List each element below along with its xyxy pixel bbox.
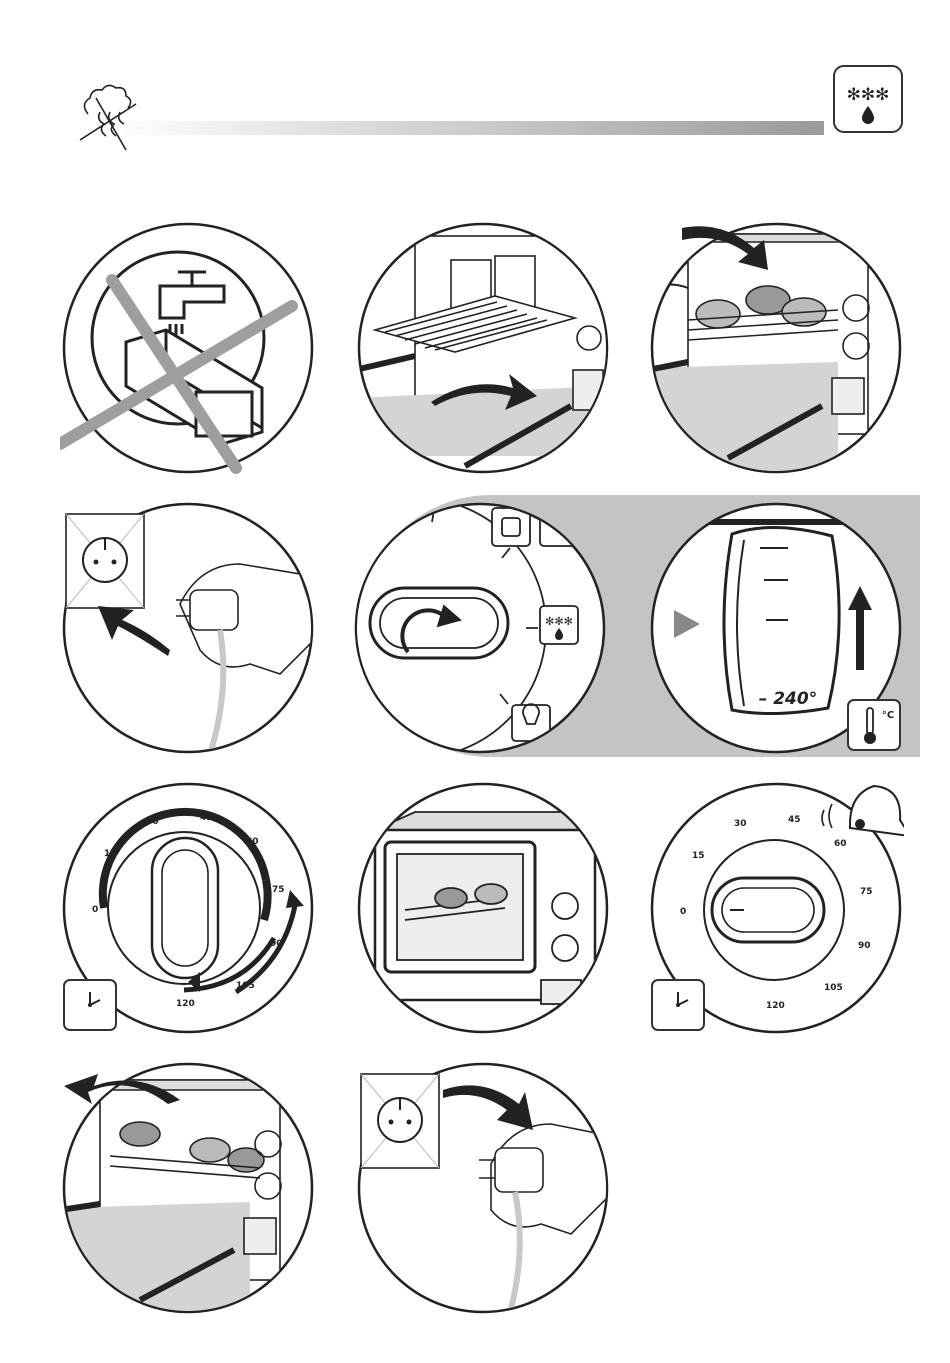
defrost-mode-button: ✻✻✻ [540,606,578,644]
svg-text:0: 0 [92,905,98,915]
step-5-mode-dial: ✻✻✻ [352,500,608,756]
max-temp-label: – 240° [759,689,817,709]
svg-text:45: 45 [200,813,213,823]
defrost-mode-box: ✻✻✻ [834,66,902,132]
step-7-timer-set: 0 15 30 45 60 75 90 105 120 [60,780,316,1036]
step-1-no-water [60,220,316,476]
svg-text:90: 90 [858,941,871,951]
step-4-plug-in [60,500,316,756]
step-6-thermostat: – 240° °C [648,500,904,756]
step-2-rack [355,220,611,476]
defrost-glyph: ✻✻✻ [545,615,573,628]
wall-socket-icon [361,1074,439,1168]
svg-text:30: 30 [146,817,159,827]
svg-text:120: 120 [176,999,195,1009]
header: ✻✻✻ [0,0,950,180]
header-rule [108,121,824,135]
clock-box-icon [64,980,116,1030]
temperature-box: °C [848,700,900,750]
svg-text:120: 120 [766,1001,785,1011]
wall-socket-icon [66,514,144,608]
step-8-oven-closed [355,780,611,1036]
svg-text:30: 30 [734,819,747,829]
svg-text:15: 15 [692,851,705,861]
svg-text:60: 60 [834,839,847,849]
step-3-food-in [648,220,904,476]
svg-text:75: 75 [860,887,873,897]
svg-text:75: 75 [272,885,285,895]
svg-text:105: 105 [236,981,255,991]
temp-unit: °C [882,710,894,721]
svg-text:15: 15 [104,849,117,859]
clock-box-icon [652,980,704,1030]
svg-text:0: 0 [680,907,686,917]
svg-text:105: 105 [824,983,843,993]
step-11-unplug [355,1060,611,1316]
svg-text:45: 45 [788,815,801,825]
timer-bell-icon [704,840,844,980]
steam-no-icon [80,85,136,150]
step-9-timer-bell: 0 15 30 45 60 75 90 105 120 [648,780,904,1036]
svg-text:90: 90 [270,939,283,949]
defrost-icon: ✻✻✻ [847,85,890,105]
step-10-food-out [60,1060,316,1316]
oven-closed-icon [375,812,611,1004]
svg-text:60: 60 [246,837,259,847]
